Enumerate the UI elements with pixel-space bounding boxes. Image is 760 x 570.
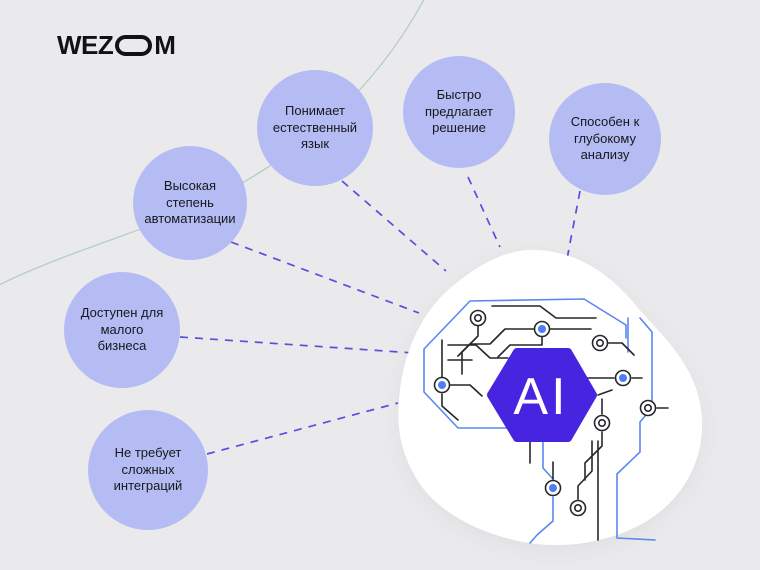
connector-understands-language — [341, 180, 447, 272]
logo-text-suffix: M — [154, 30, 176, 60]
feature-bubble-understands-language: Понимает естественный язык — [257, 70, 373, 186]
connector-small-business — [179, 336, 430, 355]
connector-automation — [230, 241, 420, 314]
feature-label: Понимает естественный язык — [272, 102, 358, 152]
ai-hexagon — [487, 348, 597, 442]
feature-bubble-deep-analysis: Способен к глубокому анализу — [549, 83, 661, 195]
node-hollow — [469, 309, 657, 517]
ai-label: AI — [513, 368, 568, 426]
connector-deep-analysis — [566, 190, 581, 260]
brain-circuit-blue — [423, 298, 656, 544]
logo-o-icon — [115, 35, 153, 56]
feature-label: Способен к глубокому анализу — [570, 113, 640, 163]
brain-circuit-nodes — [433, 309, 657, 517]
brain-circuit-traces — [441, 305, 669, 541]
feature-label: Не требует сложных интеграций — [113, 444, 183, 494]
feature-bubble-fast-solution: Быстро предлагает решение — [403, 56, 515, 168]
connector-no-integrations — [206, 402, 399, 455]
connector-fast-solution — [467, 176, 501, 248]
node-dot — [433, 320, 632, 497]
feature-bubble-no-integrations: Не требует сложных интеграций — [88, 410, 208, 530]
feature-label: Высокая степень автоматизации — [144, 177, 236, 227]
feature-label: Доступен для малого бизнеса — [80, 304, 164, 354]
feature-bubble-small-business: Доступен для малого бизнеса — [64, 272, 180, 388]
connector-lines — [179, 176, 581, 455]
wezom-logo: WEZ M — [57, 30, 176, 61]
feature-label: Быстро предлагает решение — [424, 86, 494, 136]
logo-text-prefix: WEZ — [57, 30, 114, 60]
feature-bubble-automation: Высокая степень автоматизации — [133, 146, 247, 260]
